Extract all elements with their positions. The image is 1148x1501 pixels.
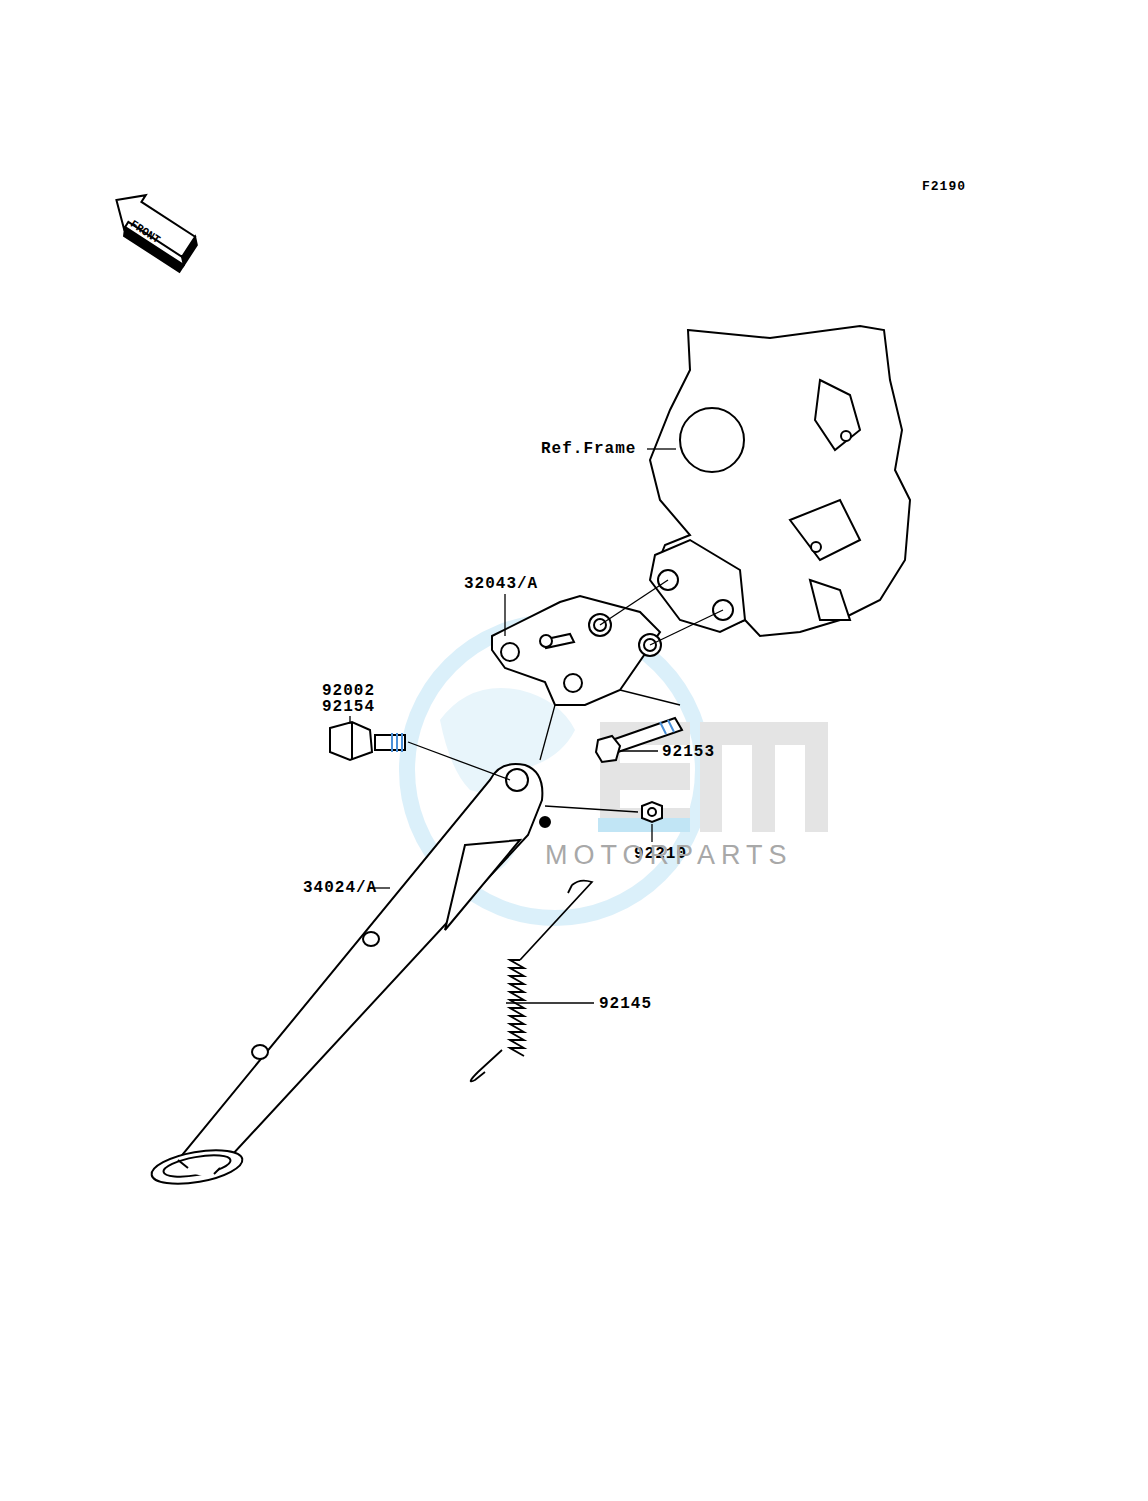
part-number: 32043/A bbox=[464, 576, 538, 592]
front-arrow bbox=[102, 183, 204, 272]
bracket bbox=[492, 596, 661, 705]
leader-lines bbox=[350, 449, 676, 1003]
assembly-line bbox=[408, 742, 510, 780]
part-number: 92153 bbox=[662, 744, 715, 760]
assembly-lines bbox=[540, 580, 723, 760]
part-number: 92154 bbox=[322, 699, 375, 715]
watermark-text: MOTORPARTS bbox=[545, 842, 793, 869]
assembly-line bbox=[545, 806, 638, 812]
part-number: 34024/A bbox=[303, 880, 377, 896]
part-number: 92002 bbox=[322, 683, 375, 699]
frame bbox=[650, 326, 910, 636]
spring bbox=[471, 881, 592, 1082]
part-number: 92145 bbox=[599, 996, 652, 1012]
side-stand bbox=[149, 764, 550, 1190]
pivot-bolt bbox=[330, 722, 405, 760]
reference-label: Ref.Frame bbox=[541, 441, 636, 457]
figure-code: F2190 bbox=[922, 180, 966, 193]
nut bbox=[642, 802, 662, 822]
